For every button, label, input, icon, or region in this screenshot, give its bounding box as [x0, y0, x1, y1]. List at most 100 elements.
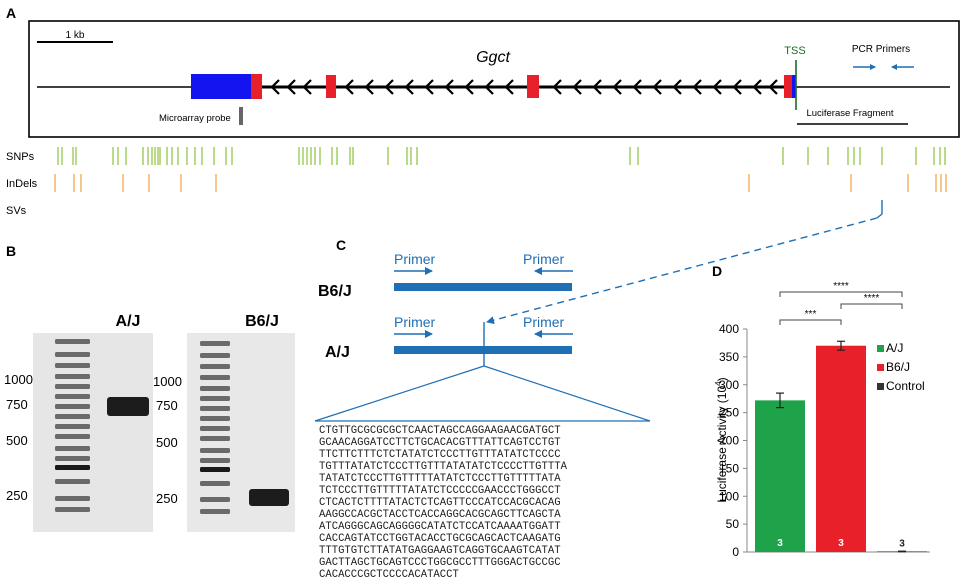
gel-band-b6j: [249, 489, 289, 506]
panel-label-b: B: [6, 243, 16, 259]
ladder-band: [200, 448, 230, 453]
inserted-sequence: CTGTTGCGCGCGCTCAACTAGCCAGGAAGAACGATGCT G…: [319, 425, 573, 581]
significance-bracket: [840, 303, 903, 309]
sequence-line: GCAACAGGATCCTTCTGCACACGTTTATTCAGTCCTGT: [319, 437, 561, 449]
y-axis-label: Luciferase Activity (104): [714, 377, 729, 502]
bar-a-j: [755, 400, 805, 552]
chevron-left-icon: [712, 79, 722, 95]
ladder-band: [55, 339, 90, 344]
significance-label: ****: [864, 293, 880, 304]
ladder-band: [55, 465, 90, 470]
strain-label-aj: A/J: [325, 344, 350, 361]
tss-label: TSS: [784, 45, 805, 57]
chevron-left-icon: [286, 79, 296, 95]
indel-track: [54, 174, 947, 192]
n-label: 3: [838, 538, 844, 549]
exon-3: [527, 75, 539, 98]
chevron-left-icon: [484, 79, 494, 95]
panel-label-a: A: [6, 5, 16, 21]
ladder-band: [200, 375, 230, 380]
size-label-750-a: 750: [6, 397, 28, 412]
utr-block: [191, 74, 251, 99]
sequence-line: TCTCCCTTGTTTTTATATCTCCCCCGAACCCTGGGCCT: [319, 485, 561, 497]
ladder-band: [200, 353, 230, 358]
sv-marker-hook: [876, 213, 883, 219]
ladder-band: [200, 364, 230, 369]
b6j-amplicon-bar: [394, 283, 572, 291]
exon-2: [326, 75, 336, 98]
sequence-line: TTTGTGTCTTATATGAGGAAGTCAGGTGCAAGTCATAT: [319, 545, 561, 557]
ladder-band: [55, 352, 90, 357]
ladder-band: [55, 414, 90, 419]
ladder-band: [200, 386, 230, 391]
ladder-lane-b6j: [200, 341, 230, 514]
sequence-line: GACTTAGCTGCAGTCCCTGGCGCCTTTGGGACTGCCGC: [319, 557, 561, 569]
y-tick-label: 150: [719, 461, 739, 475]
chevron-left-icon: [572, 79, 582, 95]
ladder-band: [55, 434, 90, 439]
gel-band-aj: [107, 397, 149, 416]
ladder-band: [55, 424, 90, 429]
chevron-left-icon: [424, 79, 434, 95]
significance-bracket: [779, 291, 903, 297]
legend-swatch: [877, 383, 884, 390]
chevron-left-icon: [270, 79, 280, 95]
luciferase-fragment-label: Luciferase Fragment: [806, 108, 893, 119]
y-tick-label: 200: [719, 434, 739, 448]
y-tick-label: 50: [726, 517, 740, 531]
sequence-line: AAGGCCACGCTACCTCACCAGGCACGCAGCTTCAGCTA: [319, 509, 561, 521]
sequence-line: TTCTTCTTTCTCTATATCTCCCTTGTTTATATCTCCCC: [319, 449, 561, 461]
chevron-left-icon: [592, 79, 602, 95]
exon-4: [784, 75, 794, 98]
significance-label: ****: [833, 281, 849, 292]
ladder-band: [200, 467, 230, 472]
chevron-left-icon: [612, 79, 622, 95]
gene-name: Ggct: [476, 49, 510, 66]
y-tick-label: 100: [719, 489, 739, 503]
significance-label: ***: [805, 309, 817, 320]
ladder-band: [200, 416, 230, 421]
ladder-band: [55, 507, 90, 512]
sequence-line: TATATCTCCCTTGTTTTTATATCTCCCTTGTTTTTATA: [319, 473, 561, 485]
size-label-750-b: 750: [156, 398, 178, 413]
sequence-line: CACACCCGCTCCCCACATACCT: [319, 569, 459, 581]
size-label-500-a: 500: [6, 433, 28, 448]
significance-bracket: [779, 319, 842, 325]
gene-map-frame: [28, 20, 960, 138]
ladder-band: [200, 458, 230, 463]
microarray-probe-label: Microarray probe: [159, 113, 231, 124]
b6j-primer-forward-label: Primer: [394, 251, 436, 267]
gel-image-aj: [33, 333, 153, 532]
ladder-band: [55, 384, 90, 389]
ladder-band: [200, 497, 230, 502]
y-tick-label: 250: [719, 406, 739, 420]
ladder-band: [55, 363, 90, 368]
chevron-left-icon: [404, 79, 414, 95]
b6j-primer-reverse-label: Primer: [523, 251, 565, 267]
ladder-band: [200, 481, 230, 486]
ladder-band: [55, 496, 90, 501]
ladder-band: [55, 479, 90, 484]
exon-4-utr: [792, 75, 796, 98]
ladder-lane-aj: [55, 339, 90, 512]
panel-label-d: D: [712, 263, 722, 279]
chevron-left-icon: [364, 79, 374, 95]
ladder-band: [200, 341, 230, 346]
size-label-1000-b: 1000: [153, 374, 182, 389]
zoom-line-right: [483, 365, 651, 422]
chevron-left-icon: [632, 79, 642, 95]
zoom-line-left: [314, 365, 485, 422]
sequence-line: ATCAGGGCAGCAGGGGCATATCTCCATCAAAATGGATT: [319, 521, 561, 533]
legend-label: A/J: [886, 341, 903, 355]
ladder-band: [200, 396, 230, 401]
chevron-left-icon: [302, 79, 312, 95]
strain-label-b6j: B6/J: [318, 283, 352, 300]
ladder-band: [55, 456, 90, 461]
sequence-line: CACCAGTATCCTGGTACACCTGCGCAGCACTCAAGATG: [319, 533, 561, 545]
direction-chevrons: [270, 79, 778, 95]
gel-lane-label-b6j: B6/J: [245, 313, 279, 330]
ladder-band: [200, 426, 230, 431]
sequence-line: CTGTTGCGCGCGCTCAACTAGCCAGGAAGAACGATGCT: [319, 425, 561, 437]
